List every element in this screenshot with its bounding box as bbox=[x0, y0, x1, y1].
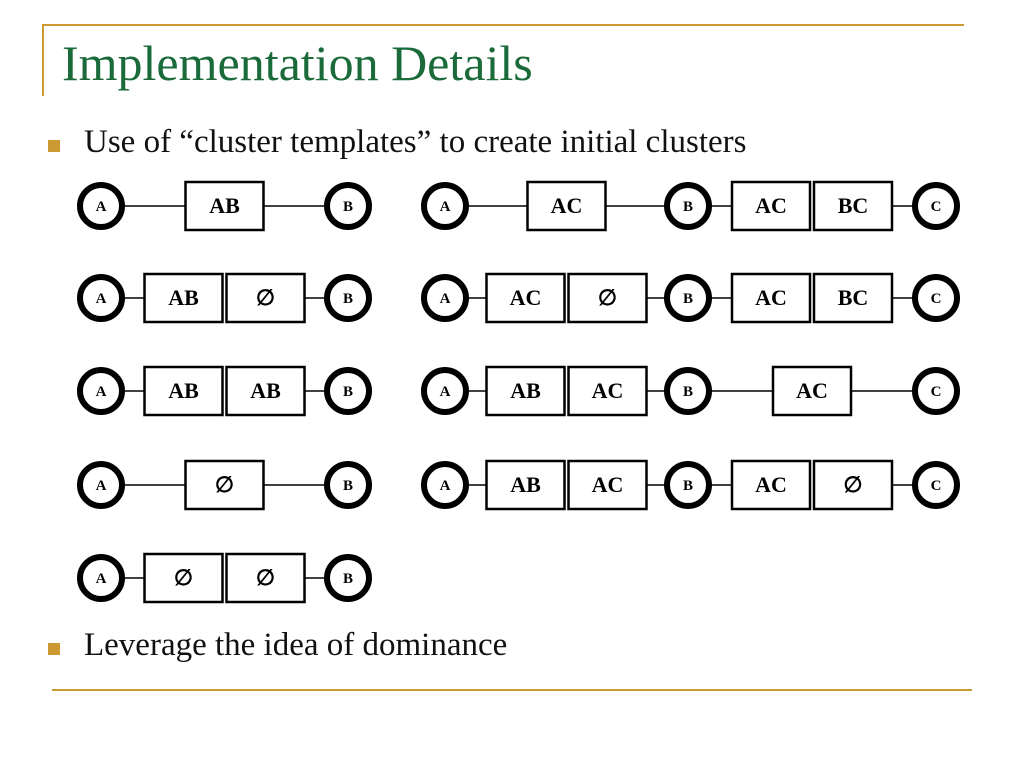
left-template-3-node-start bbox=[77, 367, 125, 415]
left-template-5-box-1-label: ∅ bbox=[174, 565, 193, 590]
right-template-4-seg-2-box-2-label: ∅ bbox=[843, 472, 862, 497]
right-template-3-seg-1-box-2-label: AC bbox=[592, 378, 624, 403]
bullet-text-1: Use of “cluster templates” to create ini… bbox=[84, 124, 747, 160]
right-template-1-seg-1-box-1-label: AC bbox=[551, 193, 583, 218]
left-template-3-box-1-label: AB bbox=[168, 378, 199, 403]
left-template-2-box-1-label: AB bbox=[168, 285, 199, 310]
right-template-3-node-1 bbox=[421, 367, 469, 415]
right-template-4-seg-1-box-2-label: AC bbox=[592, 472, 624, 497]
left-template-1-node-end bbox=[324, 182, 372, 230]
left-template-4-node-end-label: B bbox=[343, 478, 353, 494]
bullet-marker-2 bbox=[48, 643, 60, 655]
bottom-rule bbox=[52, 689, 972, 691]
right-template-4-node-2-label: B bbox=[683, 478, 693, 494]
right-template-4-seg-1-box-1 bbox=[485, 459, 566, 511]
right-template-2-node-1-label: A bbox=[440, 291, 451, 307]
right-template-4-node-3-label: C bbox=[931, 478, 942, 494]
right-template-1-seg-2-box-2-label: BC bbox=[838, 193, 869, 218]
left-template-2-node-end bbox=[324, 274, 372, 322]
left-template-5-node-end-label: B bbox=[343, 571, 353, 587]
right-template-2-seg-2-box-2-label: BC bbox=[838, 285, 869, 310]
right-template-2-seg-1-box-2 bbox=[567, 272, 648, 324]
right-template-1-seg-2-box-2 bbox=[812, 180, 894, 232]
right-template-2-node-3-label: C bbox=[931, 291, 942, 307]
left-template-3-box-2-label: AB bbox=[250, 378, 281, 403]
left-template-5-node-end bbox=[324, 554, 372, 602]
left-template-4-node-start bbox=[77, 461, 125, 509]
right-template-3-seg-1-box-1-label: AB bbox=[510, 378, 541, 403]
left-template-2-box-2 bbox=[225, 272, 306, 324]
right-template-3-node-3 bbox=[912, 367, 960, 415]
right-template-1-node-3 bbox=[912, 182, 960, 230]
right-template-2-node-3 bbox=[912, 274, 960, 322]
right-template-1-node-1 bbox=[421, 182, 469, 230]
right-template-2-seg-2-box-1-label: AC bbox=[755, 285, 787, 310]
left-template-1-node-start bbox=[77, 182, 125, 230]
right-template-2-node-2 bbox=[664, 274, 712, 322]
right-template-1-node-3-label: C bbox=[931, 199, 942, 215]
left-template-5-node-start bbox=[77, 554, 125, 602]
left-template-2-node-start-label: A bbox=[96, 291, 107, 307]
right-template-3-node-2 bbox=[664, 367, 712, 415]
right-template-3-seg-1-box-1 bbox=[485, 365, 566, 417]
left-template-1-node-end-label: B bbox=[343, 199, 353, 215]
left-template-5-box-1 bbox=[143, 552, 224, 604]
right-template-3-seg-1-box-2 bbox=[567, 365, 648, 417]
right-template-4-seg-1-box-2 bbox=[567, 459, 648, 511]
left-template-5-box-2-label: ∅ bbox=[256, 565, 275, 590]
bullet-marker-1 bbox=[48, 140, 60, 152]
right-template-1-seg-2-box-1-label: AC bbox=[755, 193, 787, 218]
right-template-4-seg-2-box-1 bbox=[730, 459, 812, 511]
right-template-1-node-1-label: A bbox=[440, 199, 451, 215]
left-template-2-node-start bbox=[77, 274, 125, 322]
right-template-4-node-2 bbox=[664, 461, 712, 509]
left-template-4-box-1-label: ∅ bbox=[215, 472, 234, 497]
right-template-4-node-1 bbox=[421, 461, 469, 509]
right-template-2-node-1 bbox=[421, 274, 469, 322]
left-template-3-node-start-label: A bbox=[96, 384, 107, 400]
right-template-2-node-2-label: B bbox=[683, 291, 693, 307]
left-template-4-node-end bbox=[324, 461, 372, 509]
top-rule bbox=[42, 24, 964, 26]
right-template-3-seg-2-box-1 bbox=[771, 365, 853, 417]
right-template-3-seg-2-box-1-label: AC bbox=[796, 378, 828, 403]
left-template-4-node-start-label: A bbox=[96, 478, 107, 494]
right-template-1-seg-2-box-1 bbox=[730, 180, 812, 232]
right-template-4-node-3 bbox=[912, 461, 960, 509]
left-rule bbox=[42, 24, 44, 96]
right-template-2-seg-2-box-1 bbox=[730, 272, 812, 324]
right-template-2-seg-1-box-1 bbox=[485, 272, 566, 324]
right-template-1-node-2 bbox=[664, 182, 712, 230]
right-template-1-node-2-label: B bbox=[683, 199, 693, 215]
right-template-4-seg-1-box-1-label: AB bbox=[510, 472, 541, 497]
left-template-3-node-end-label: B bbox=[343, 384, 353, 400]
left-template-3-node-end bbox=[324, 367, 372, 415]
right-template-4-seg-2-box-1-label: AC bbox=[755, 472, 787, 497]
left-template-3-box-1 bbox=[143, 365, 224, 417]
right-template-4-seg-2-box-2 bbox=[812, 459, 894, 511]
left-template-2-node-end-label: B bbox=[343, 291, 353, 307]
slide-title: Implementation Details bbox=[62, 35, 533, 91]
right-template-4-node-1-label: A bbox=[440, 478, 451, 494]
left-template-2-box-2-label: ∅ bbox=[256, 285, 275, 310]
left-template-2-box-1 bbox=[143, 272, 224, 324]
right-template-2-seg-1-box-1-label: AC bbox=[510, 285, 542, 310]
right-template-3-node-1-label: A bbox=[440, 384, 451, 400]
bullet-text-2: Leverage the idea of dominance bbox=[84, 627, 508, 663]
left-template-5-node-start-label: A bbox=[96, 571, 107, 587]
left-template-1-node-start-label: A bbox=[96, 199, 107, 215]
right-template-2-seg-1-box-2-label: ∅ bbox=[598, 285, 617, 310]
left-template-1-box-1-label: AB bbox=[209, 193, 240, 218]
right-template-3-node-3-label: C bbox=[931, 384, 942, 400]
left-template-4-box-1 bbox=[184, 459, 265, 511]
right-template-3-node-2-label: B bbox=[683, 384, 693, 400]
